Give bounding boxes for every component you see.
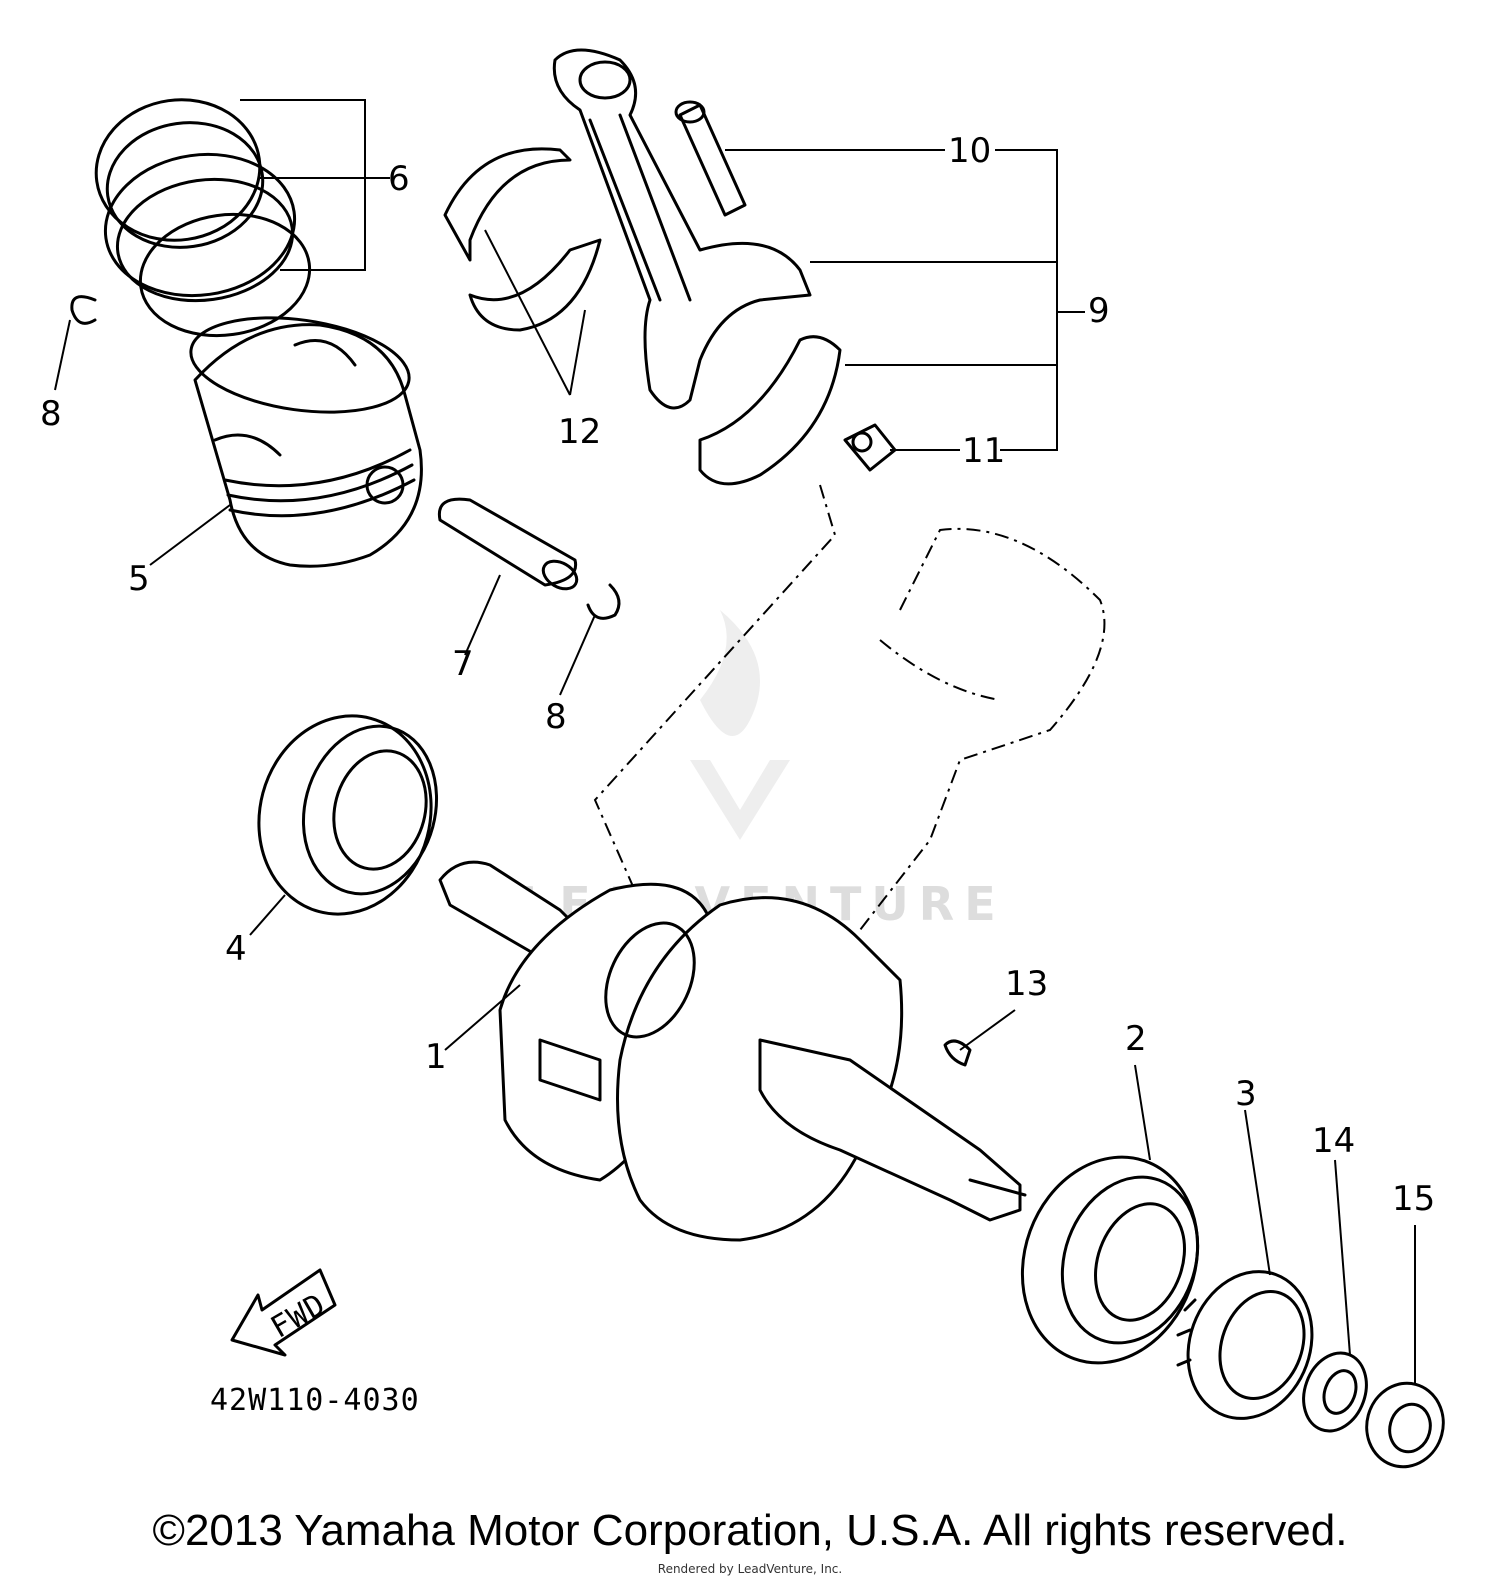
callout-15: 15 (1392, 1179, 1435, 1219)
fwd-arrow: FWD (230, 1268, 337, 1357)
circlips (70, 295, 621, 620)
callout-2: 2 (1125, 1019, 1147, 1059)
conrod-cap (698, 335, 842, 486)
callout-11: 11 (962, 431, 1005, 471)
callout-8-left: 8 (40, 394, 62, 434)
connecting-rod (552, 48, 812, 410)
bearing-right (1020, 1155, 1200, 1365)
watermark: LEADVENTURE (520, 610, 996, 931)
assembly-phantom-lines (593, 484, 1106, 931)
callout-4: 4 (225, 929, 247, 969)
callout-10: 10 (948, 131, 991, 171)
leader-lines (54, 99, 1416, 1385)
conrod-nut (843, 423, 897, 472)
callout-9: 9 (1088, 291, 1110, 331)
piston-pin (437, 497, 579, 591)
flange-nut (1365, 1381, 1445, 1469)
bearing-left (257, 714, 439, 916)
callout-7: 7 (452, 644, 474, 684)
piston (189, 316, 423, 568)
callout-14: 14 (1312, 1121, 1355, 1161)
primary-drive-gear (1176, 1270, 1314, 1420)
copyright-notice: ©2013 Yamaha Motor Corporation, U.S.A. A… (152, 1506, 1348, 1555)
callout-6: 6 (388, 159, 410, 199)
piston-rings (94, 98, 312, 338)
conrod-bolt (674, 100, 747, 217)
callout-8-right: 8 (545, 697, 567, 737)
callout-3: 3 (1235, 1074, 1257, 1114)
callout-12: 12 (558, 412, 601, 452)
callout-1: 1 (425, 1037, 447, 1077)
conrod-bearings (443, 147, 602, 332)
render-credit: Rendered by LeadVenture, Inc. (657, 1562, 843, 1576)
drawing-code: 42W110-4030 (210, 1383, 420, 1418)
washer (1302, 1351, 1368, 1433)
callout-5: 5 (128, 559, 150, 599)
callout-numbers: 6 8 5 7 8 12 10 9 11 4 1 13 2 3 14 15 (40, 131, 1435, 1219)
callout-13: 13 (1005, 964, 1048, 1004)
crankshaft (438, 860, 1027, 1242)
